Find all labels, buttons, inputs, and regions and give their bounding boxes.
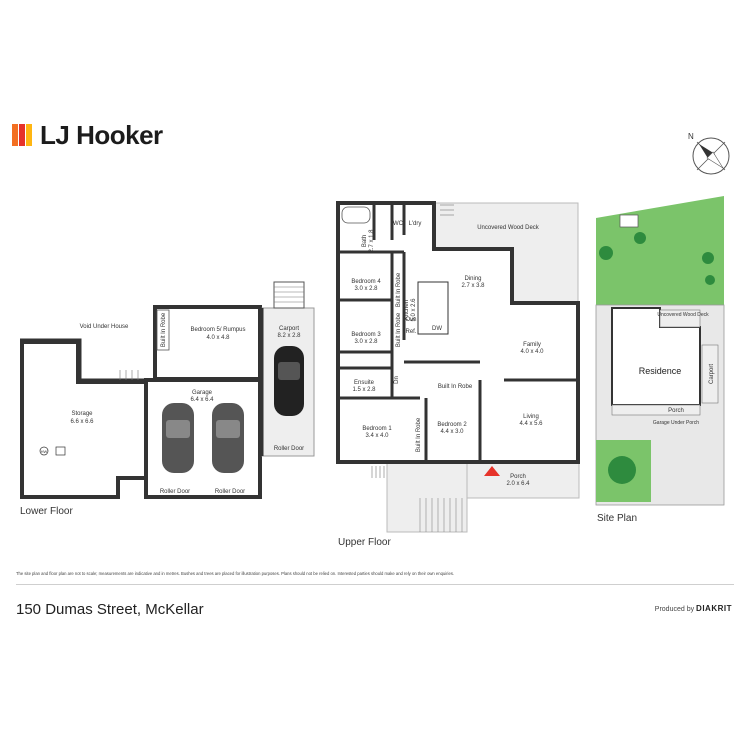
oven-label: Ovn xyxy=(405,317,416,323)
svg-text:5.0 x 2.6: 5.0 x 2.6 xyxy=(411,298,417,322)
svg-text:4.4 x 5.6: 4.4 x 5.6 xyxy=(519,421,543,427)
dn-label: Dn xyxy=(394,376,400,384)
upper-floor-plan: Bath 2.7 x 1.8 WC L'dry Uncovered Wood D… xyxy=(336,201,580,533)
room-label-living: Living xyxy=(523,414,539,420)
produced-by: Produced by DIAKRIT xyxy=(654,604,732,613)
property-address: 150 Dumas Street, McKellar xyxy=(16,601,204,618)
svg-text:3.0 x 2.8: 3.0 x 2.8 xyxy=(354,286,378,292)
ref-label: Ref. xyxy=(405,329,416,335)
room-label-porch: Porch xyxy=(510,474,526,480)
svg-text:4.0 x 4.8: 4.0 x 4.8 xyxy=(206,335,230,341)
built-in-robe-label: Built In Robe xyxy=(416,417,422,452)
svg-text:6.6 x 6.6: 6.6 x 6.6 xyxy=(70,419,94,425)
built-in-robe-label: Built In Robe xyxy=(396,312,402,347)
built-in-robe-label: Built In Robe xyxy=(396,272,402,307)
logo-mark-icon xyxy=(12,124,34,146)
disclaimer: The site plan and floor plan are not to … xyxy=(16,571,455,576)
svg-text:8.2 x 2.8: 8.2 x 2.8 xyxy=(277,333,301,339)
site-porch-label: Porch xyxy=(668,408,684,414)
site-deck-label: Uncovered Wood Deck xyxy=(657,312,709,318)
svg-text:1.5 x 2.8: 1.5 x 2.8 xyxy=(352,387,376,393)
dw-label: DW xyxy=(432,326,442,332)
site-garage-label: Garage Under Porch xyxy=(653,420,699,426)
room-label-bedroom-4: Bedroom 4 xyxy=(351,279,381,285)
lower-floor-label: Lower Floor xyxy=(20,506,73,517)
room-label-bedroom-3: Bedroom 3 xyxy=(351,332,381,338)
svg-text:4.4 x 3.0: 4.4 x 3.0 xyxy=(440,429,464,435)
compass-north-label: N xyxy=(688,132,694,141)
room-label-carport: Carport xyxy=(279,326,299,332)
room-label-family: Family xyxy=(523,342,541,348)
diakrit-logo: DIAKRIT xyxy=(696,604,732,613)
brand-logo: LJ Hooker xyxy=(12,120,163,150)
room-label-wc: WC xyxy=(393,221,404,227)
entry-arrow-icon xyxy=(484,466,500,476)
site-plan: Residence Carport Uncovered Wood Deck Po… xyxy=(595,196,725,506)
svg-text:2.0 x 6.4: 2.0 x 6.4 xyxy=(506,481,530,487)
room-label-bath: Bath xyxy=(362,235,368,247)
void-label: Void Under House xyxy=(80,324,129,330)
site-carport-label: Carport xyxy=(709,364,715,384)
built-in-robe-label: Built In Robe xyxy=(161,312,167,347)
compass-icon: N xyxy=(688,132,730,175)
room-label-kitchen: Kitchen xyxy=(404,300,410,320)
built-in-robe-label: Built In Robe xyxy=(438,384,473,390)
roller-door-label: Roller Door xyxy=(160,489,190,495)
room-label-laundry: L'dry xyxy=(409,221,422,227)
site-plan-label: Site Plan xyxy=(597,513,637,524)
hw-label: HW xyxy=(41,449,48,454)
svg-text:2.7 x 3.8: 2.7 x 3.8 xyxy=(461,283,485,289)
svg-text:3.4 x 4.0: 3.4 x 4.0 xyxy=(365,433,389,439)
car-icon xyxy=(162,403,194,473)
roller-door-label: Roller Door xyxy=(274,446,304,452)
svg-text:4.0 x 4.0: 4.0 x 4.0 xyxy=(520,349,544,355)
room-label-bedroom-5: Bedroom 5/ Rumpus xyxy=(190,327,245,333)
divider xyxy=(16,584,734,585)
site-residence-label: Residence xyxy=(639,366,682,376)
room-label-storage: Storage xyxy=(71,411,93,417)
upper-floor-label: Upper Floor xyxy=(338,537,391,548)
room-label-deck: Uncovered Wood Deck xyxy=(477,225,540,231)
roller-door-label: Roller Door xyxy=(215,489,245,495)
car-icon xyxy=(274,346,304,416)
room-label-dining: Dining xyxy=(464,276,481,282)
svg-text:2.7 x 1.8: 2.7 x 1.8 xyxy=(369,229,375,253)
svg-text:6.4 x 6.4: 6.4 x 6.4 xyxy=(190,397,214,403)
room-label-bedroom-1: Bedroom 1 xyxy=(362,426,392,432)
room-label-bedroom-2: Bedroom 2 xyxy=(437,422,467,428)
lower-floor-plan: Void Under House Storage 6.6 x 6.6 Bedro… xyxy=(20,281,315,499)
brand-name: LJ Hooker xyxy=(40,119,163,150)
room-label-garage: Garage xyxy=(192,390,213,396)
svg-text:3.0 x 2.8: 3.0 x 2.8 xyxy=(354,339,378,345)
room-label-ensuite: Ensuite xyxy=(354,380,375,386)
car-icon xyxy=(212,403,244,473)
floor-plans: Void Under House Storage 6.6 x 6.6 Bedro… xyxy=(20,196,725,548)
